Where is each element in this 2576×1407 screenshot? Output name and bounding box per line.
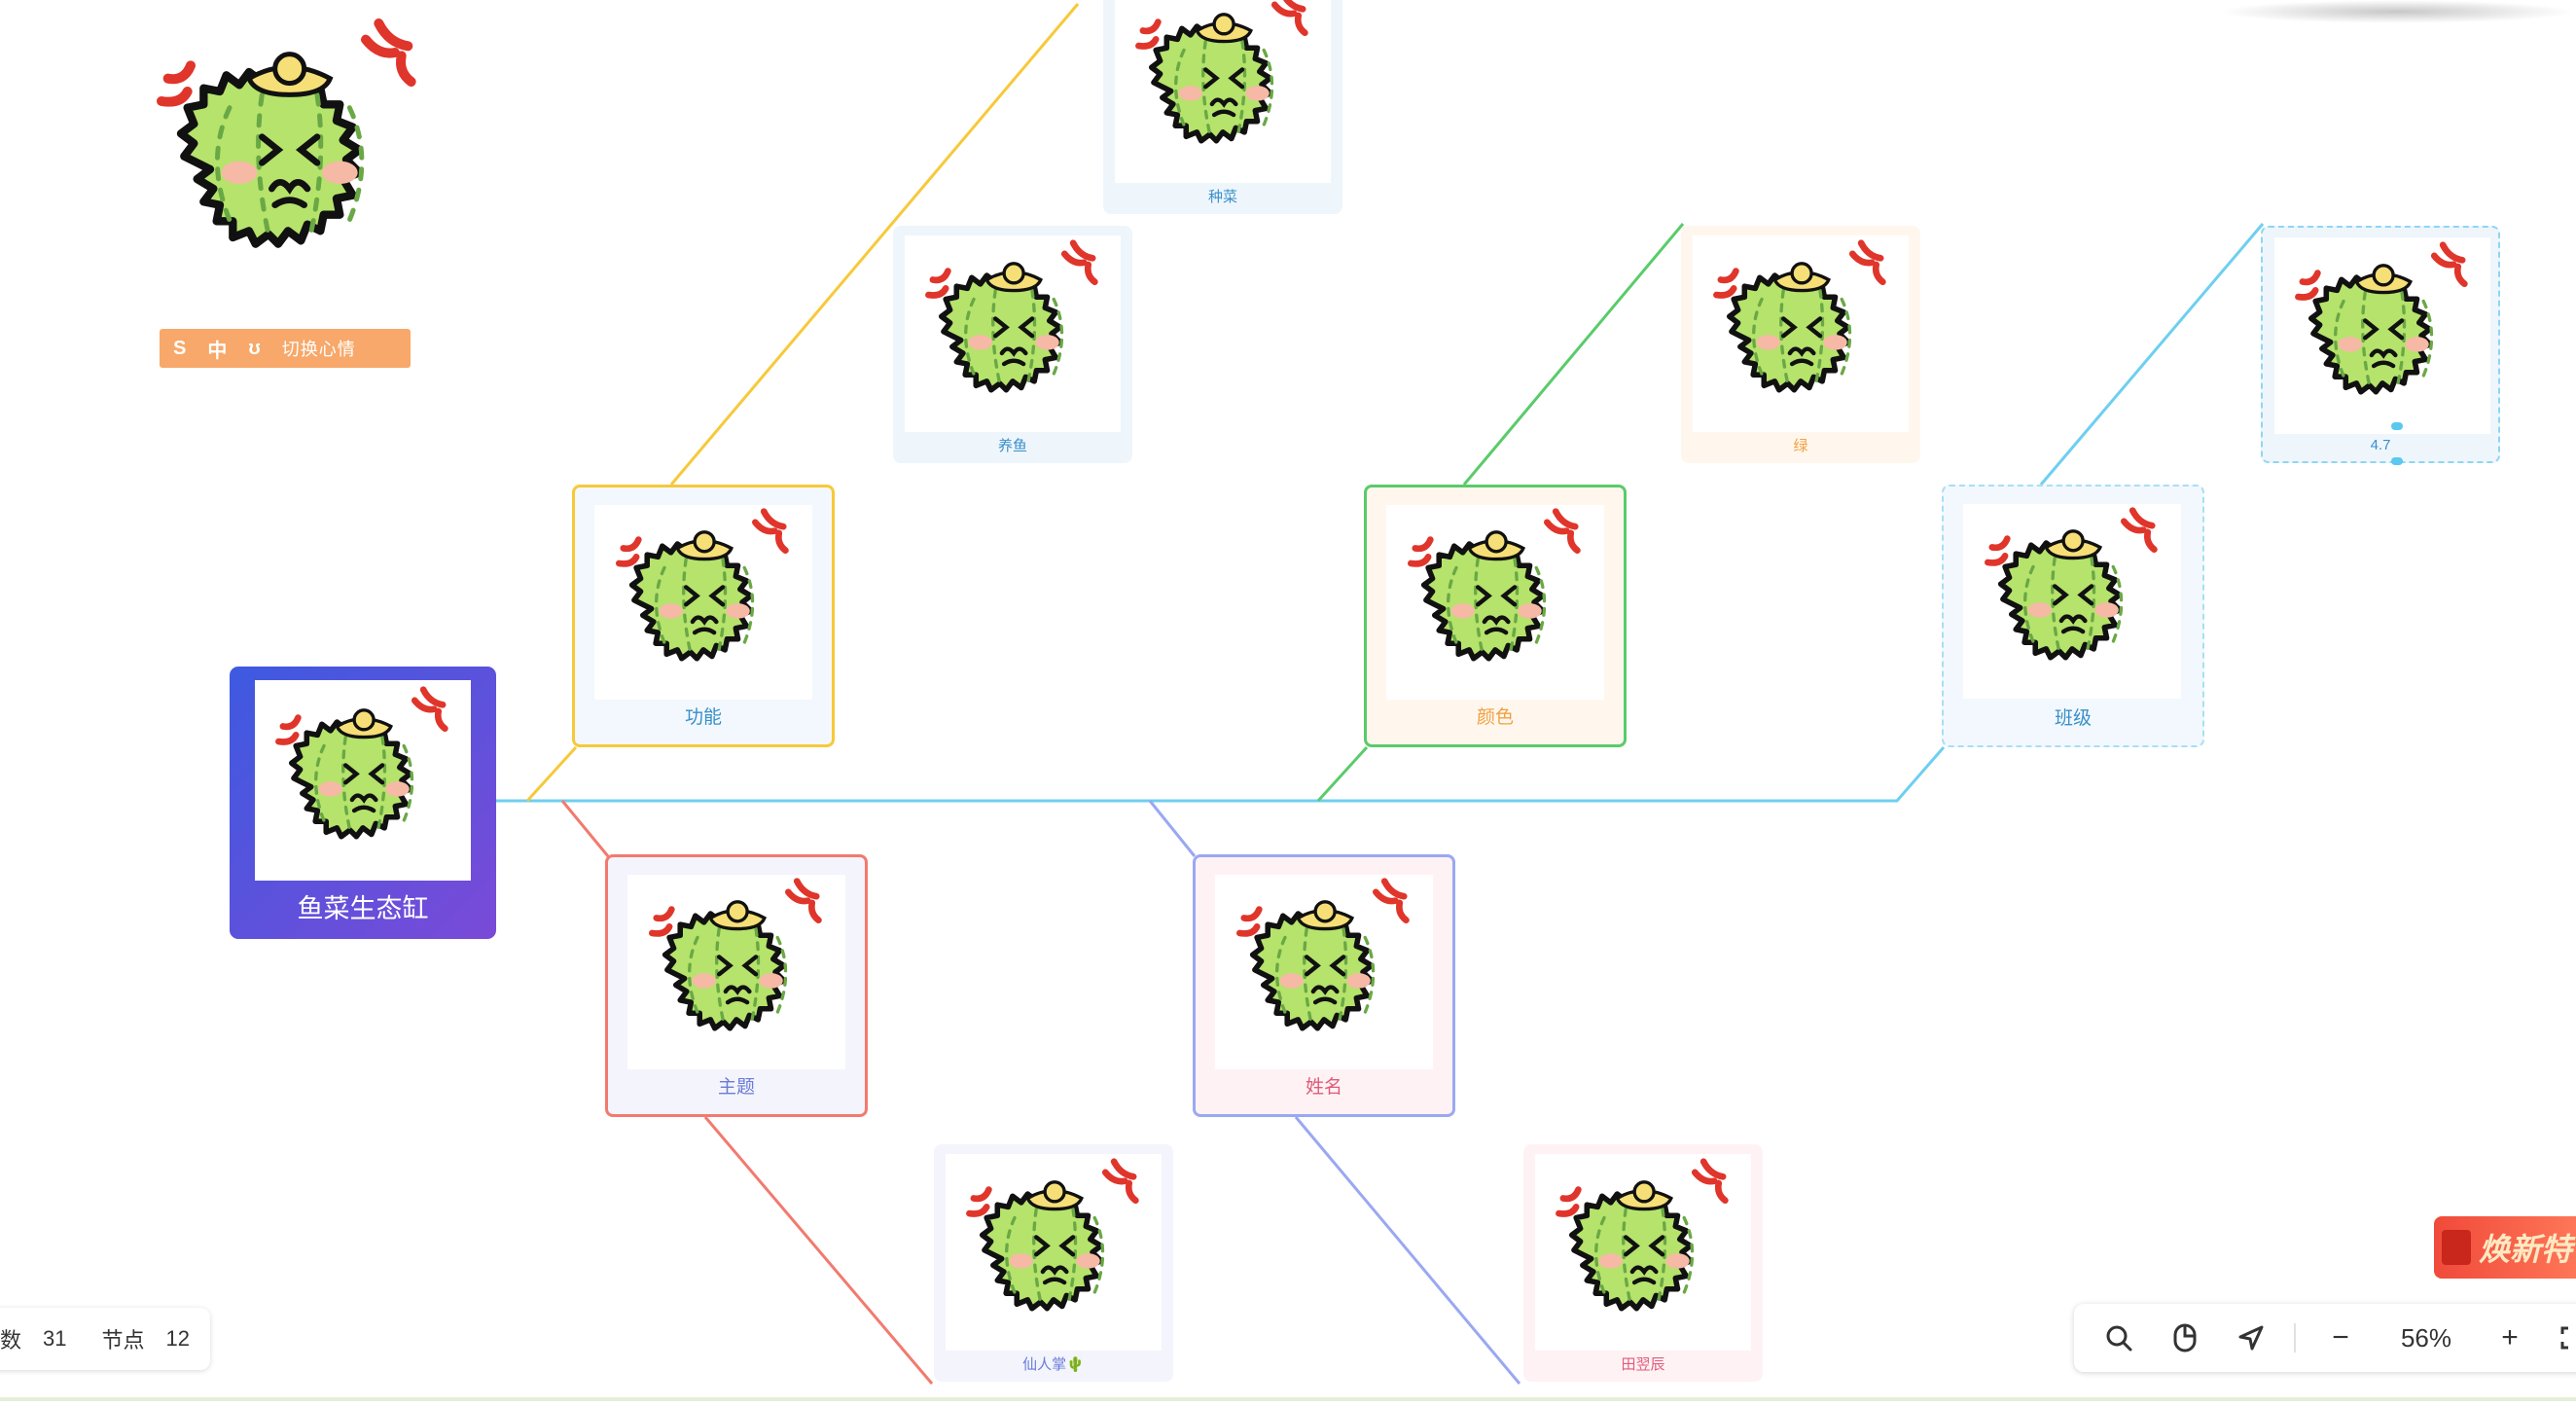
class-branch-line — [2039, 223, 2265, 486]
cactus-sticker-image — [905, 235, 1121, 432]
search-icon — [2106, 1325, 2132, 1352]
node-image — [1386, 505, 1604, 700]
node-image — [1215, 875, 1433, 1069]
node-label: 仙人掌🌵 — [1022, 1356, 1085, 1373]
node-image — [627, 875, 845, 1069]
send-button[interactable] — [2222, 1304, 2280, 1372]
fullscreen-icon — [2560, 1326, 2576, 1350]
node-label: 主题 — [717, 1077, 755, 1098]
cactus-sticker-image — [1693, 235, 1909, 432]
cactus-sticker-image — [1215, 875, 1433, 1069]
root-node[interactable]: 鱼菜生态缸 — [230, 667, 496, 939]
node-label: 绿 — [1793, 438, 1808, 454]
panel-shadow — [2218, 0, 2576, 23]
node-name[interactable]: 姓名 — [1193, 854, 1455, 1117]
mouse-icon — [2173, 1323, 2197, 1353]
function-connector — [525, 745, 578, 803]
node-image — [946, 1154, 1162, 1351]
mouse-mode-button[interactable] — [2156, 1304, 2214, 1372]
bear-icon: ʊ — [248, 337, 261, 359]
node-image — [1963, 504, 2181, 699]
node-label: 颜色 — [1476, 707, 1514, 728]
name-branch-line — [1294, 1116, 1521, 1385]
color-connector — [1316, 745, 1369, 803]
minus-icon: − — [2332, 1321, 2349, 1353]
fullscreen-button[interactable] — [2551, 1304, 2576, 1372]
bottom-edge-line — [0, 1397, 2576, 1401]
node-image — [594, 505, 812, 700]
promo-banner[interactable]: 焕新特 — [2434, 1216, 2576, 1279]
theme-branch-line — [703, 1116, 934, 1385]
node-class[interactable]: 班级 — [1942, 485, 2204, 747]
node-label: 田翌辰 — [1621, 1356, 1665, 1373]
node-image — [255, 680, 471, 881]
node-green[interactable]: 绿 — [1681, 226, 1920, 463]
node-image — [905, 235, 1121, 432]
resize-handle[interactable] — [2391, 457, 2403, 465]
node-image — [1693, 235, 1909, 432]
node-cactus[interactable]: 仙人掌🌵 — [934, 1144, 1173, 1382]
cactus-sticker-image — [1386, 505, 1604, 700]
node-raise-fish[interactable]: 养鱼 — [893, 226, 1132, 463]
mood-switch-label: 切换心情 — [281, 340, 356, 359]
mood-middle: 中 — [207, 340, 228, 362]
node-class-value[interactable]: 4.7 — [2261, 226, 2500, 465]
mood-switch-bar[interactable]: S 中 ʊ 切换心情 — [160, 329, 411, 368]
node-count-value: 12 — [165, 1326, 190, 1351]
node-count-label: 节点 — [101, 1328, 145, 1353]
node-image — [1535, 1154, 1751, 1351]
cactus-sticker-image — [946, 1154, 1162, 1351]
node-label: 班级 — [2054, 708, 2092, 729]
node-image — [1115, 0, 1331, 183]
cactus-sticker-image — [255, 680, 471, 881]
cactus-sticker-image — [594, 505, 812, 700]
cactus-sticker-image — [1535, 1154, 1751, 1351]
node-theme[interactable]: 主题 — [605, 854, 868, 1117]
node-grow-vegetables[interactable]: 种菜 — [1103, 0, 1342, 214]
zoom-out-button[interactable]: − — [2311, 1304, 2370, 1372]
node-label: 姓名 — [1305, 1077, 1342, 1098]
zoom-level[interactable]: 56% — [2400, 1322, 2452, 1353]
cactus-sticker-image — [1115, 0, 1331, 183]
node-function[interactable]: 功能 — [572, 485, 835, 747]
count-value: 31 — [43, 1326, 67, 1351]
canvas-toolbar: − 56% + — [2074, 1304, 2576, 1372]
root-label: 鱼菜生态缸 — [297, 894, 429, 923]
stats-panel: 数 31 节点 12 — [0, 1308, 210, 1370]
mood-letter: S — [173, 337, 187, 359]
name-connector — [1148, 800, 1197, 857]
node-label: 功能 — [684, 707, 722, 728]
promo-label: 焕新特 — [2479, 1232, 2573, 1267]
cactus-sticker-image — [2274, 237, 2490, 434]
color-branch-line — [1462, 223, 1685, 486]
theme-connector — [560, 800, 610, 857]
send-icon — [2238, 1325, 2264, 1351]
resize-handle[interactable] — [2391, 422, 2403, 430]
cactus-sticker-image — [1963, 504, 2181, 699]
node-color[interactable]: 颜色 — [1364, 485, 1627, 747]
zoom-in-button[interactable]: + — [2481, 1304, 2539, 1372]
node-image — [2274, 237, 2490, 434]
count-label: 数 — [0, 1328, 22, 1353]
cactus-mood-sticker[interactable] — [119, 14, 457, 306]
trunk-line — [496, 746, 1946, 803]
node-label: 养鱼 — [997, 438, 1027, 454]
node-label: 种菜 — [1207, 189, 1237, 205]
toolbar-divider — [2294, 1323, 2296, 1353]
node-label: 4.7 — [2370, 437, 2391, 453]
cactus-sticker-image — [627, 875, 845, 1069]
plus-icon: + — [2501, 1321, 2519, 1353]
function-branch-line — [669, 3, 1080, 486]
node-person-name[interactable]: 田翌辰 — [1523, 1144, 1763, 1382]
search-button[interactable] — [2090, 1304, 2148, 1372]
gift-icon — [2442, 1230, 2471, 1265]
